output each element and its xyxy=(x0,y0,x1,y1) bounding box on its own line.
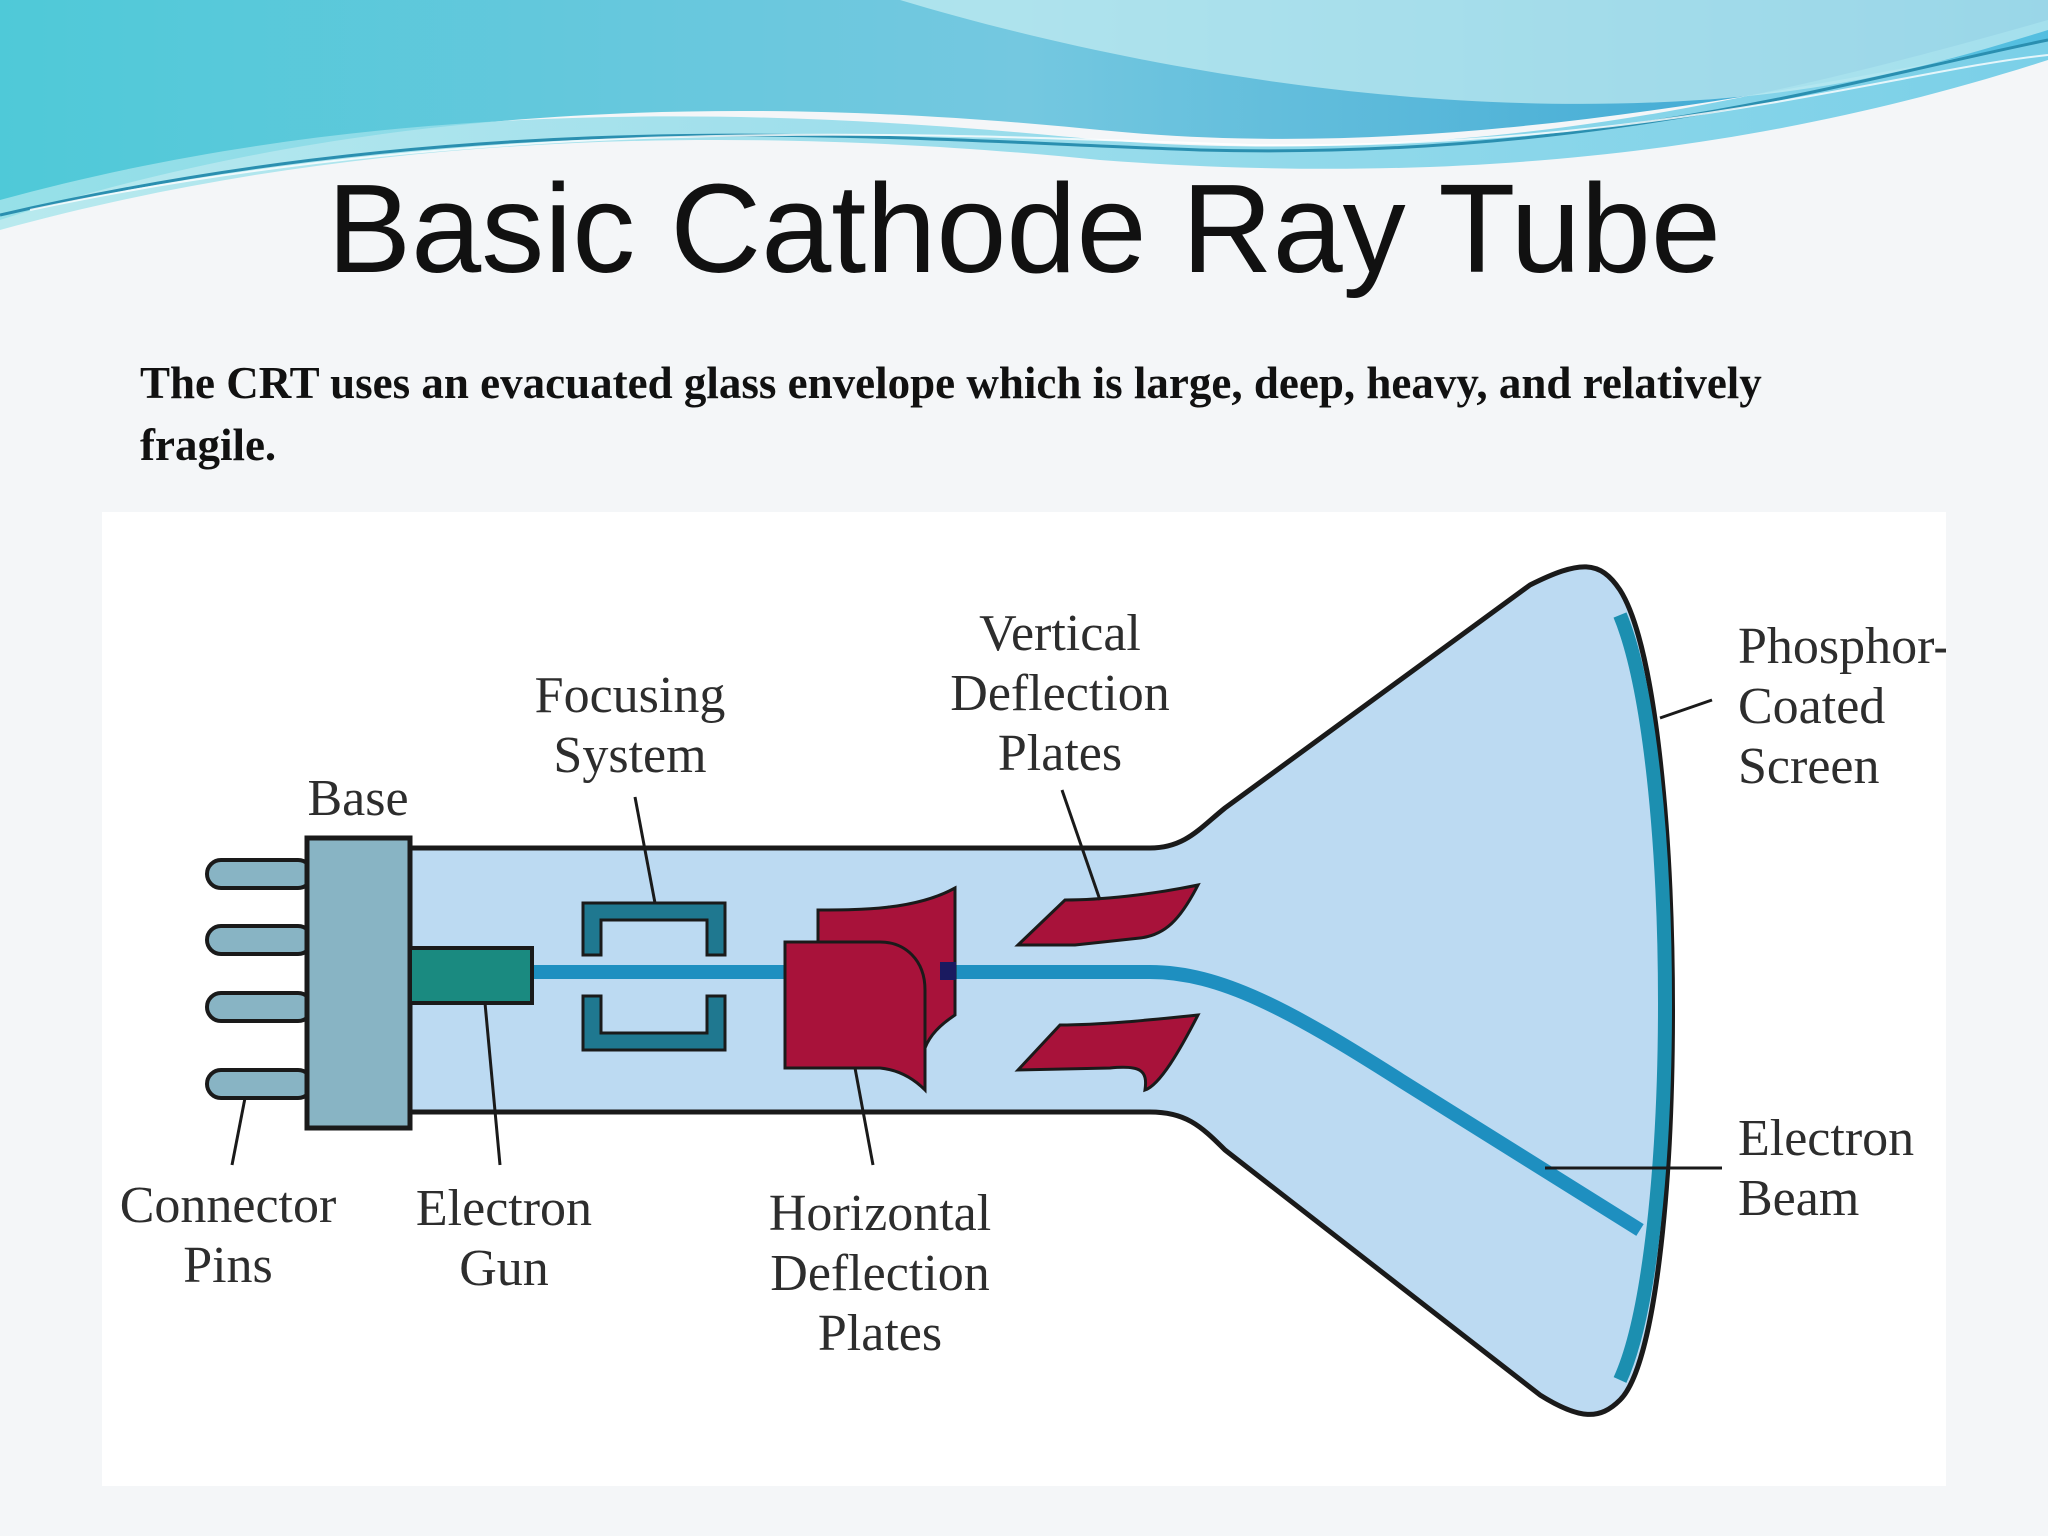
tube-base xyxy=(304,835,413,1131)
slide-title: Basic Cathode Ray Tube xyxy=(327,158,1721,299)
horizontal-deflection-plates xyxy=(783,885,957,1094)
label-base: Base xyxy=(307,770,408,827)
connector-pin xyxy=(205,1068,314,1100)
electron-gun xyxy=(408,946,534,1005)
vertical-deflection-plates xyxy=(1014,882,1201,1093)
header-wave-decoration xyxy=(0,0,2048,230)
leader-lines xyxy=(230,698,1722,1170)
electron-beam-path xyxy=(532,965,1644,1236)
connector-pin xyxy=(205,858,314,890)
connector-pin xyxy=(205,991,314,1023)
focusing-system xyxy=(581,901,727,1052)
glass-envelope xyxy=(407,564,1675,1417)
connector-pin xyxy=(205,924,314,956)
slide-subtitle: The CRT uses an evacuated glass envelope… xyxy=(140,358,1762,470)
phosphor-screen xyxy=(1613,612,1672,1383)
connector-pins xyxy=(205,858,314,1100)
